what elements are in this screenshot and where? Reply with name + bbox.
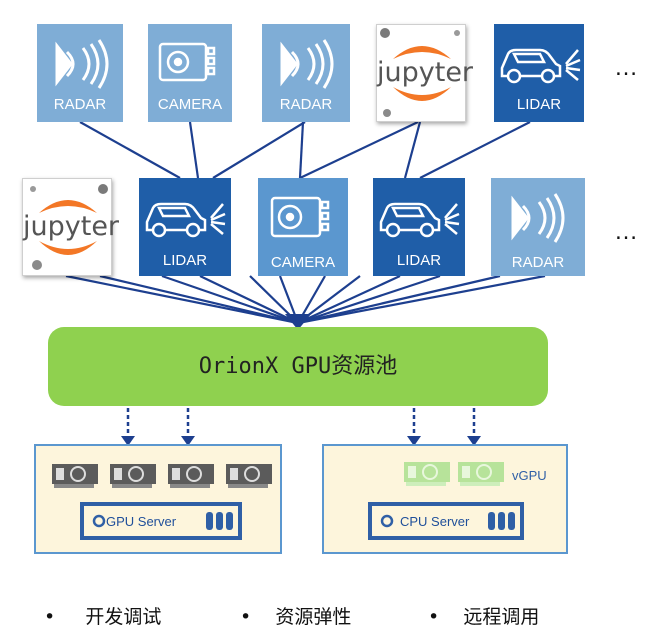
more-ellipsis: … [614, 54, 638, 81]
bullet-item: • 开发调试 [44, 602, 161, 629]
radar-icon [55, 39, 109, 89]
radar-icon [511, 193, 565, 243]
gpu-card-icon [168, 464, 214, 488]
camera-icon [270, 196, 330, 238]
bullet-text: 资源弹性 [275, 606, 352, 628]
jupyter-wordmark: jupyter [377, 57, 474, 88]
vgpu-card-icon [404, 462, 450, 486]
cpu-server-label: CPU Server [400, 514, 470, 529]
funnel-arrowhead [285, 314, 311, 330]
bullet-item: • 资源弹性 [240, 602, 351, 629]
radar-icon [280, 39, 334, 89]
bullet-text: 远程调用 [463, 606, 540, 628]
tile-jupyter-1: jupyter [376, 24, 474, 122]
gpu-card-icon [226, 464, 272, 488]
camera-icon [158, 42, 216, 82]
jupyter-logo-icon [30, 184, 108, 270]
drive-bays-icon [488, 512, 515, 530]
bullet-dot: • [44, 606, 56, 628]
tile-jupyter-2: jupyter [22, 178, 120, 276]
gpu-server-box: GPU Server [34, 444, 282, 554]
tile-radar-2: RADAR [262, 24, 350, 122]
gpu-card-icon [52, 464, 98, 488]
jupyter-wordmark: jupyter [23, 211, 120, 242]
car-lidar-icon [379, 202, 460, 238]
tile-label: CAMERA [157, 96, 223, 113]
tile-label: LIDAR [162, 252, 208, 269]
gpu-server-label: GPU Server [106, 514, 177, 529]
vgpu-card-icon [458, 462, 504, 486]
tile-camera-1: CAMERA [148, 24, 232, 122]
power-ring-icon [380, 514, 394, 528]
gpu-pool-label: OrionX GPU资源池 [198, 354, 398, 379]
gpu-card-icons [52, 464, 272, 488]
car-lidar-icon [500, 48, 581, 84]
cpu-server-unit: CPU Server [368, 502, 524, 540]
drive-bays-icon [206, 512, 233, 530]
tile-radar-1: RADAR [37, 24, 123, 122]
vgpu-card-icons [404, 462, 504, 486]
tile-radar-3: RADAR [491, 178, 585, 276]
car-lidar-icon [145, 202, 226, 238]
tile-label: LIDAR [516, 96, 562, 113]
bullet-item: • 远程调用 [428, 602, 539, 629]
tile-lidar-2: LIDAR [139, 178, 231, 276]
tile-lidar-3: LIDAR [373, 178, 465, 276]
tile-label: LIDAR [396, 252, 442, 269]
gpu-server-unit: GPU Server [80, 502, 242, 540]
power-ring-icon [92, 514, 106, 528]
more-ellipsis: … [614, 218, 638, 245]
tile-camera-2: CAMERA [258, 178, 348, 276]
gpu-pool-banner: OrionX GPU资源池 [48, 327, 548, 406]
bullet-text: 开发调试 [85, 606, 162, 628]
tile-label: RADAR [53, 96, 107, 113]
tile-label: RADAR [511, 254, 565, 271]
gpu-card-icon [110, 464, 156, 488]
tile-lidar-1: LIDAR [494, 24, 584, 122]
bullet-dot: • [240, 606, 252, 628]
tile-label: CAMERA [270, 254, 336, 271]
tile-label: RADAR [279, 96, 333, 113]
jupyter-logo-icon [380, 28, 460, 117]
bullet-dot: • [428, 606, 440, 628]
cpu-server-box: vGPU CPU Server [322, 444, 568, 554]
vgpu-label: vGPU [512, 468, 547, 483]
